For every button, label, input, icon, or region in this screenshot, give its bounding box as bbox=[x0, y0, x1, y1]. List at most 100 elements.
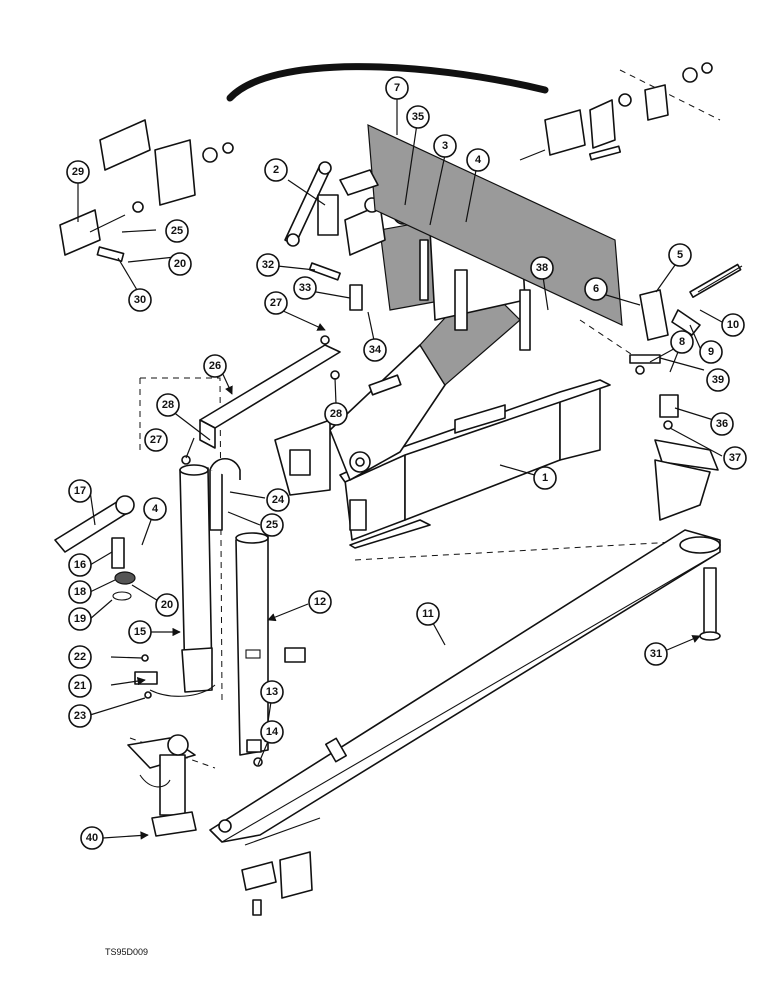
svg-text:20: 20 bbox=[161, 599, 173, 611]
svg-text:24: 24 bbox=[272, 494, 285, 506]
callout-23: 23 bbox=[68, 704, 92, 728]
callout-9: 9 bbox=[699, 340, 723, 364]
left-bracket-assembly bbox=[59, 119, 234, 263]
callout-20-bracket: 20 bbox=[168, 252, 192, 276]
callout-18: 18 bbox=[68, 580, 92, 604]
svg-text:25: 25 bbox=[266, 519, 278, 531]
callout-24: 24 bbox=[266, 488, 290, 512]
svg-text:7: 7 bbox=[394, 82, 400, 94]
svg-text:40: 40 bbox=[86, 832, 98, 844]
svg-text:36: 36 bbox=[716, 418, 728, 430]
right-top-bracket bbox=[519, 62, 713, 161]
svg-text:8: 8 bbox=[679, 336, 685, 348]
callout-40: 40 bbox=[80, 826, 104, 850]
svg-text:26: 26 bbox=[209, 360, 221, 372]
hitch-tongue bbox=[209, 459, 721, 843]
callout-38: 38 bbox=[530, 256, 554, 280]
callout-19: 19 bbox=[68, 607, 92, 631]
spring-bracket bbox=[639, 263, 743, 341]
svg-text:39: 39 bbox=[712, 374, 724, 386]
svg-text:31: 31 bbox=[650, 648, 662, 660]
svg-text:2: 2 bbox=[273, 164, 279, 176]
svg-text:34: 34 bbox=[369, 344, 382, 356]
svg-text:33: 33 bbox=[299, 282, 311, 294]
svg-text:21: 21 bbox=[74, 680, 86, 692]
callout-20-jack: 20 bbox=[155, 593, 179, 617]
svg-text:25: 25 bbox=[171, 225, 183, 237]
svg-text:19: 19 bbox=[74, 613, 86, 625]
svg-text:5: 5 bbox=[677, 249, 683, 261]
callout-2: 2 bbox=[264, 158, 288, 182]
svg-text:28: 28 bbox=[162, 399, 174, 411]
svg-text:32: 32 bbox=[262, 259, 274, 271]
callout-26: 26 bbox=[203, 354, 227, 378]
callout-6: 6 bbox=[584, 277, 608, 301]
callout-10: 10 bbox=[721, 313, 745, 337]
callout-30: 30 bbox=[128, 288, 152, 312]
callout-27-lower: 27 bbox=[144, 428, 168, 452]
callout-15: 15 bbox=[128, 620, 152, 644]
svg-text:23: 23 bbox=[74, 710, 86, 722]
callout-12: 12 bbox=[308, 590, 332, 614]
callout-4-jack: 4 bbox=[143, 497, 167, 521]
svg-text:30: 30 bbox=[134, 294, 146, 306]
svg-text:4: 4 bbox=[475, 154, 482, 166]
svg-text:10: 10 bbox=[727, 319, 739, 331]
callout-33: 33 bbox=[293, 276, 317, 300]
fasteners bbox=[134, 262, 673, 767]
svg-text:11: 11 bbox=[422, 608, 434, 620]
svg-text:4: 4 bbox=[152, 503, 159, 515]
callout-21: 21 bbox=[68, 674, 92, 698]
callout-35: 35 bbox=[406, 105, 430, 129]
callout-25-jack: 25 bbox=[260, 513, 284, 537]
callout-3: 3 bbox=[433, 134, 457, 158]
callout-16: 16 bbox=[68, 553, 92, 577]
callout-17: 17 bbox=[68, 479, 92, 503]
svg-text:22: 22 bbox=[74, 651, 86, 663]
svg-text:9: 9 bbox=[708, 346, 714, 358]
svg-text:15: 15 bbox=[134, 626, 146, 638]
callout-7: 7 bbox=[385, 76, 409, 100]
callout-4: 4 bbox=[466, 148, 490, 172]
svg-text:18: 18 bbox=[74, 586, 86, 598]
hitch-clevis bbox=[241, 817, 321, 916]
callout-36: 36 bbox=[710, 412, 734, 436]
jack-crank bbox=[54, 495, 136, 601]
callout-32: 32 bbox=[256, 253, 280, 277]
callout-11: 11 bbox=[416, 602, 440, 626]
svg-text:12: 12 bbox=[314, 596, 326, 608]
svg-text:16: 16 bbox=[74, 559, 86, 571]
callout-29: 29 bbox=[66, 160, 90, 184]
callout-28-right: 28 bbox=[324, 402, 348, 426]
jack-body bbox=[149, 457, 241, 697]
svg-text:37: 37 bbox=[729, 452, 741, 464]
callout-34: 34 bbox=[363, 338, 387, 362]
callout-5: 5 bbox=[668, 243, 692, 267]
callout-8: 8 bbox=[670, 330, 694, 354]
main-frame bbox=[329, 279, 611, 549]
svg-text:27: 27 bbox=[270, 297, 282, 309]
hitch-pin bbox=[699, 567, 721, 641]
pivot-brackets bbox=[629, 354, 719, 471]
svg-text:28: 28 bbox=[330, 408, 342, 420]
support-arm bbox=[199, 344, 341, 496]
svg-text:3: 3 bbox=[442, 140, 448, 152]
svg-text:38: 38 bbox=[536, 262, 548, 274]
callout-22: 22 bbox=[68, 645, 92, 669]
callout-39: 39 bbox=[706, 368, 730, 392]
callout-14: 14 bbox=[260, 720, 284, 744]
svg-text:6: 6 bbox=[593, 283, 599, 295]
callout-31: 31 bbox=[644, 642, 668, 666]
svg-text:14: 14 bbox=[266, 726, 279, 738]
svg-text:20: 20 bbox=[174, 258, 186, 270]
callout-1: 1 bbox=[533, 466, 557, 490]
callout-13: 13 bbox=[260, 680, 284, 704]
stand-jack bbox=[127, 734, 197, 837]
svg-text:35: 35 bbox=[412, 111, 424, 123]
svg-text:27: 27 bbox=[150, 434, 162, 446]
callout-37: 37 bbox=[723, 446, 747, 470]
hose bbox=[226, 63, 549, 102]
figure-code: TS95D009 bbox=[105, 947, 148, 957]
callout-25-bracket: 25 bbox=[165, 219, 189, 243]
